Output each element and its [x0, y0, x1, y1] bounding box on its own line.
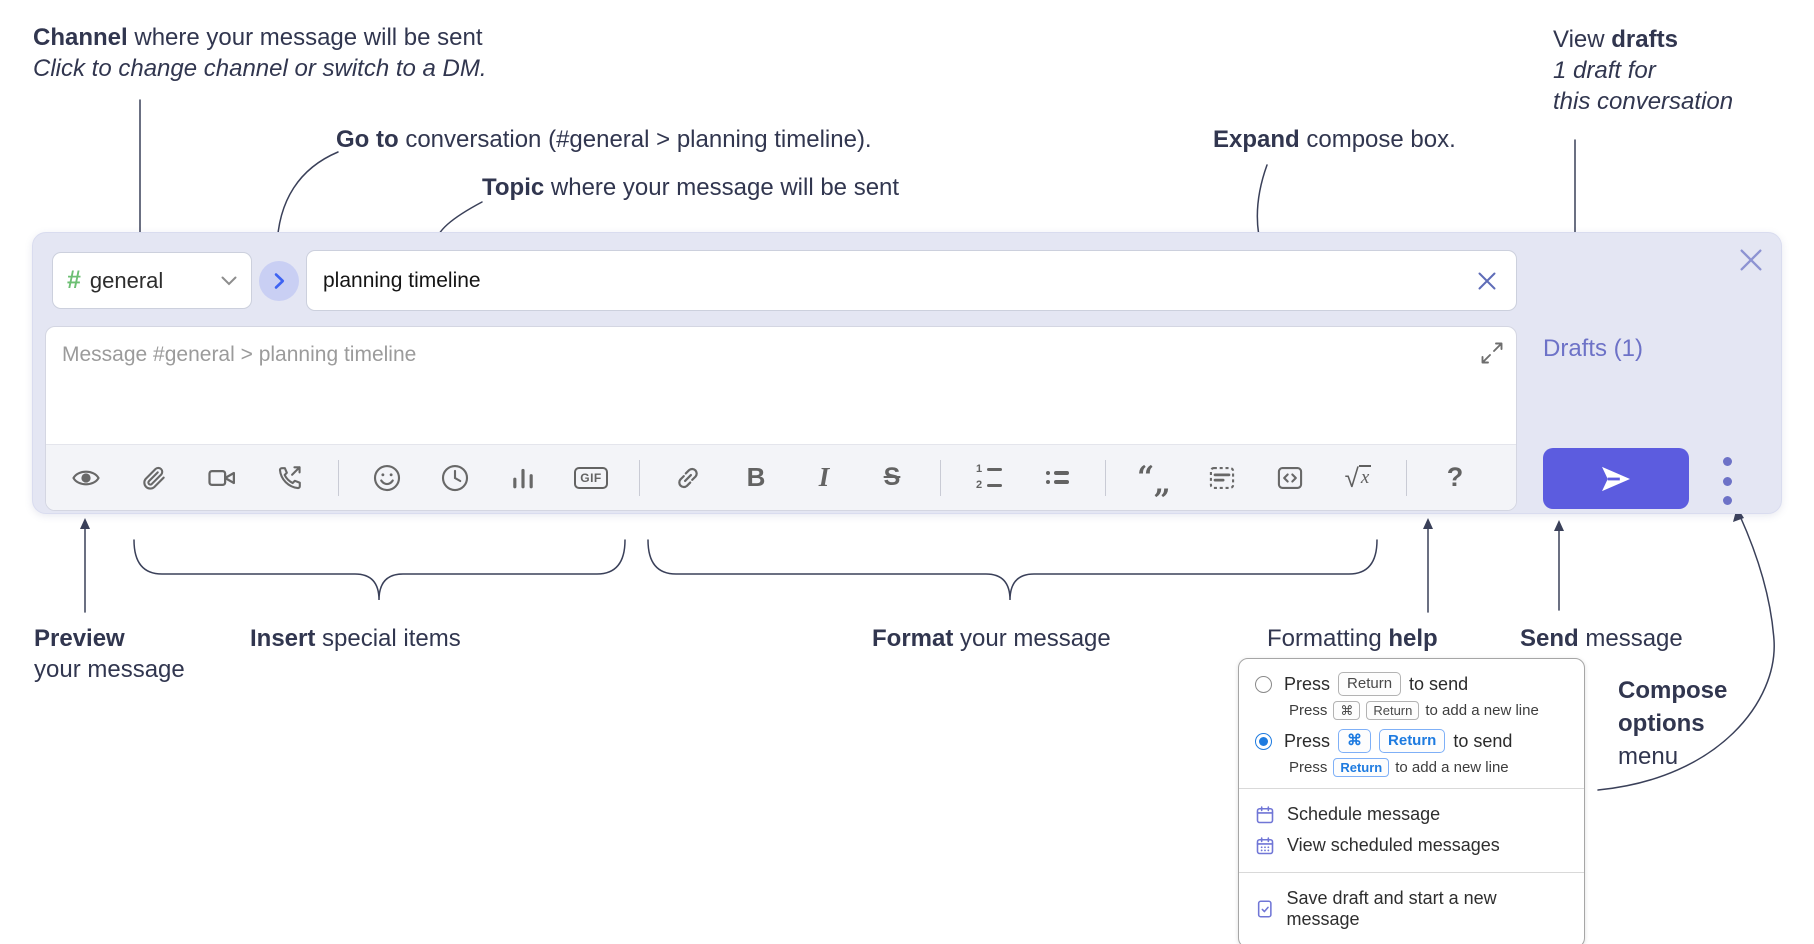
cmd-enter-sends-option[interactable]: Press ⌘ Return to send [1255, 729, 1568, 753]
attach-file-icon[interactable] [134, 458, 174, 498]
ol-number: 1 [976, 463, 983, 475]
video-call-icon[interactable] [202, 458, 242, 498]
channel-selector[interactable]: # general [52, 252, 252, 309]
italic-glyph: I [818, 462, 830, 492]
compose-box: # general [32, 232, 1782, 514]
preview-icon[interactable] [66, 458, 106, 498]
poll-icon[interactable] [503, 458, 543, 498]
expand-annotation: Expand compose box. [1213, 126, 1456, 153]
gif-icon[interactable]: GIF [571, 458, 611, 498]
save-draft-item[interactable]: Save draft and start a new message [1255, 883, 1568, 935]
topic-input[interactable] [321, 267, 1472, 294]
go-to-conversation-button[interactable] [259, 261, 299, 301]
compose-toolbar: GIF B I S 1 2 [46, 444, 1516, 510]
quote-icon[interactable]: “ „ [1134, 458, 1174, 498]
compose-options-menu-icon[interactable] [1707, 457, 1747, 505]
chevron-down-icon [221, 276, 237, 285]
quote-close-glyph: „ [1153, 465, 1171, 501]
view-drafts-annotation: View drafts 1 draft for this conversatio… [1553, 26, 1734, 115]
topic-input-box [306, 250, 1517, 311]
schedule-message-item[interactable]: Schedule message [1255, 799, 1568, 830]
topic-annotation: Topic where your message will be sent [482, 174, 900, 201]
press-label: Press [1284, 673, 1331, 694]
to-send-label: to send [1453, 730, 1513, 751]
message-area [46, 327, 1516, 445]
calendar-grid-icon [1256, 836, 1274, 854]
send-plane-icon [1602, 466, 1630, 491]
chevron-right-icon [274, 273, 285, 289]
message-formatting-help-icon[interactable]: ? [1435, 458, 1475, 498]
view-scheduled-messages-item[interactable]: View scheduled messages [1255, 830, 1568, 861]
goto-annotation: Go to conversation (#general > planning … [336, 126, 872, 153]
toolbar-divider [940, 459, 941, 496]
message-compose-area: GIF B I S 1 2 [45, 326, 1517, 511]
format-annotation: Format your message [872, 625, 1111, 652]
toolbar-divider [1406, 459, 1407, 496]
return-key: Return [1379, 729, 1446, 753]
send-message-annotation: Send message [1520, 625, 1683, 652]
compose-options-popup: Press Return to send Press ⌘ Return to a… [1238, 658, 1585, 944]
menu-item-label: Save draft and start a new message [1286, 888, 1497, 929]
toolbar-divider [1105, 459, 1106, 496]
return-key: Return [1338, 672, 1402, 696]
send-button[interactable] [1543, 448, 1689, 509]
formatting-help-annotation: Formatting help [1267, 625, 1438, 652]
numbered-list-icon[interactable]: 1 2 [969, 458, 1009, 498]
italic-icon[interactable]: I [804, 458, 844, 498]
calendar-icon [1256, 805, 1274, 823]
enter-sends-option[interactable]: Press Return to send [1255, 672, 1568, 696]
math-x-glyph: x [1358, 464, 1372, 488]
press-label: Press [1284, 730, 1331, 751]
close-compose-icon[interactable] [1733, 242, 1769, 278]
expand-compose-icon[interactable] [1480, 341, 1504, 365]
ol-number: 2 [976, 479, 983, 491]
radical-glyph: √ [1344, 462, 1359, 493]
cmd-enter-sends-subtext: Press Return to add a new line [1289, 758, 1509, 777]
code-icon[interactable] [1270, 458, 1310, 498]
emoji-icon[interactable] [367, 458, 407, 498]
help-glyph: ? [1446, 462, 1464, 492]
message-textarea[interactable] [46, 327, 1516, 445]
time-icon[interactable] [435, 458, 475, 498]
popup-divider [1239, 788, 1584, 789]
cmd-key: ⌘ [1333, 701, 1361, 720]
toolbar-divider [639, 459, 640, 496]
channel-name: general [89, 267, 164, 293]
enter-sends-subtext: Press ⌘ Return to add a new line [1289, 701, 1539, 720]
preview-annotation: Preview your message [34, 625, 185, 683]
radio-unselected[interactable] [1255, 675, 1272, 693]
menu-item-label: Schedule message [1287, 804, 1441, 824]
strikethrough-icon[interactable]: S [872, 458, 912, 498]
toolbar-divider [338, 459, 339, 496]
link-icon[interactable] [668, 458, 708, 498]
bold-glyph: B [746, 462, 766, 492]
compose-options-annotation: Compose options menu [1618, 677, 1728, 770]
voice-call-icon[interactable] [270, 458, 310, 498]
menu-item-label: View scheduled messages [1287, 835, 1500, 855]
bold-icon[interactable]: B [736, 458, 776, 498]
channel-hash-icon: # [67, 266, 81, 294]
channel-annotation: Channel where your message will be sent … [33, 24, 487, 82]
draft-check-icon [1257, 900, 1272, 918]
spoiler-icon[interactable] [1202, 458, 1242, 498]
drafts-link[interactable]: Drafts (1) [1543, 335, 1644, 362]
clear-topic-icon[interactable] [1472, 266, 1502, 296]
popup-divider [1239, 872, 1584, 873]
return-key: Return [1333, 758, 1390, 777]
quote-open-glyph: “ [1137, 459, 1155, 495]
insert-annotation: Insert special items [250, 625, 461, 652]
cmd-key: ⌘ [1338, 729, 1372, 753]
return-key: Return [1366, 701, 1420, 720]
gif-label: GIF [574, 466, 608, 489]
to-send-label: to send [1409, 673, 1469, 694]
bulleted-list-icon[interactable] [1037, 458, 1077, 498]
math-icon[interactable]: √ x [1338, 458, 1378, 498]
radio-selected[interactable] [1255, 732, 1272, 750]
strike-glyph: S [883, 463, 901, 491]
